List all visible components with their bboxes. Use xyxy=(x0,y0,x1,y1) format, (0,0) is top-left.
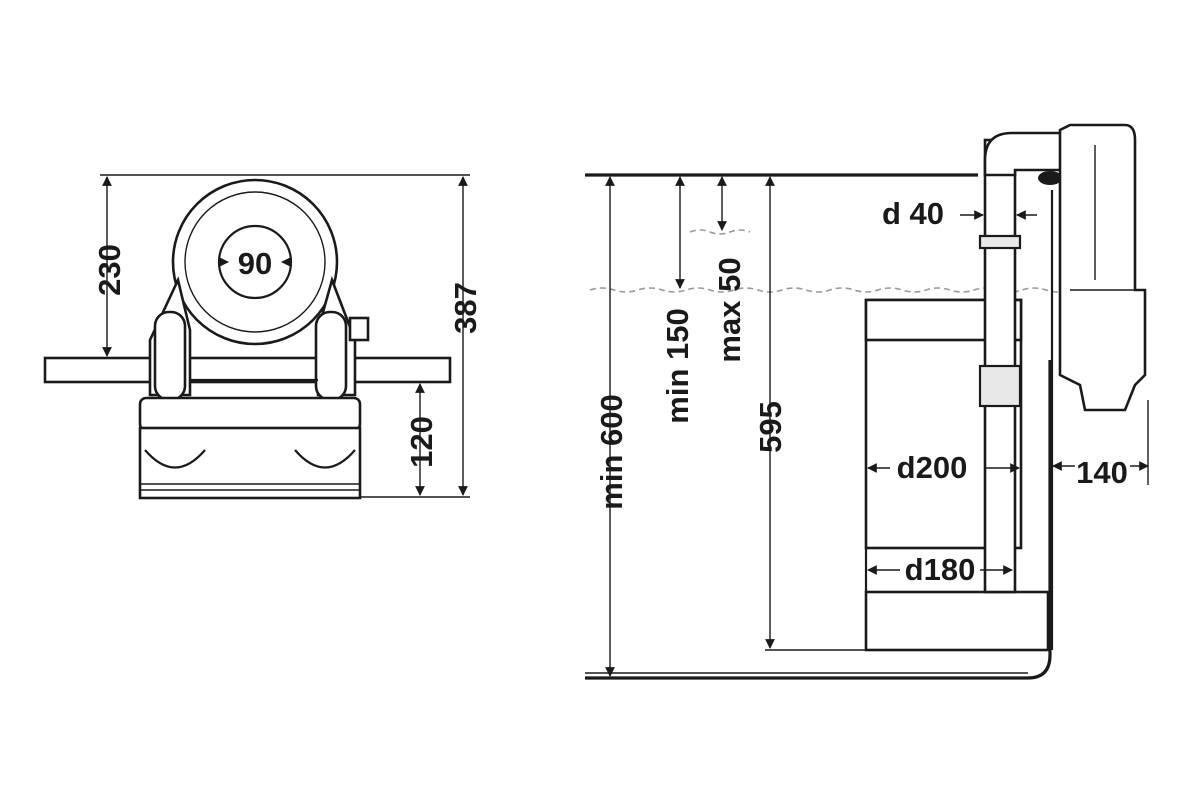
label-min-600: min 600 xyxy=(594,394,629,509)
label-max-50: max 50 xyxy=(712,257,747,362)
label-140: 140 xyxy=(1076,455,1128,490)
pump-base xyxy=(138,426,362,500)
label-120: 120 xyxy=(404,416,439,468)
label-387: 387 xyxy=(448,282,483,334)
label-d40: d 40 xyxy=(882,196,944,231)
water-level-max xyxy=(689,229,751,235)
left-post xyxy=(153,310,187,402)
label-d200: d200 xyxy=(897,450,968,485)
outlet-cap xyxy=(1038,171,1062,185)
motor-unit xyxy=(1058,123,1147,412)
base-left-foot xyxy=(144,449,206,469)
side-view: min 600 min 150 max 50 595 d 40 d200 d18… xyxy=(585,123,1149,680)
right-post xyxy=(314,310,348,402)
water-level-min xyxy=(589,287,1095,293)
label-595: 595 xyxy=(753,401,788,453)
base-right-foot xyxy=(294,449,356,469)
pipe-coupling xyxy=(978,364,1022,408)
front-view: 230 90 387 120 xyxy=(43,174,483,500)
label-90: 90 xyxy=(238,246,272,281)
pipe-elbow xyxy=(983,131,1072,177)
tank-bottom-line xyxy=(585,360,1052,680)
mounting-plate xyxy=(43,356,452,384)
label-d180: d180 xyxy=(905,552,976,587)
pump-base-top xyxy=(138,396,362,432)
housing-inner-ring xyxy=(184,191,326,333)
pipe-clamp xyxy=(978,234,1022,250)
motor-housing xyxy=(171,178,339,346)
label-min-150: min 150 xyxy=(660,308,695,423)
pump-base-block xyxy=(864,590,1050,652)
side-knob xyxy=(348,316,370,342)
label-230: 230 xyxy=(92,244,127,296)
